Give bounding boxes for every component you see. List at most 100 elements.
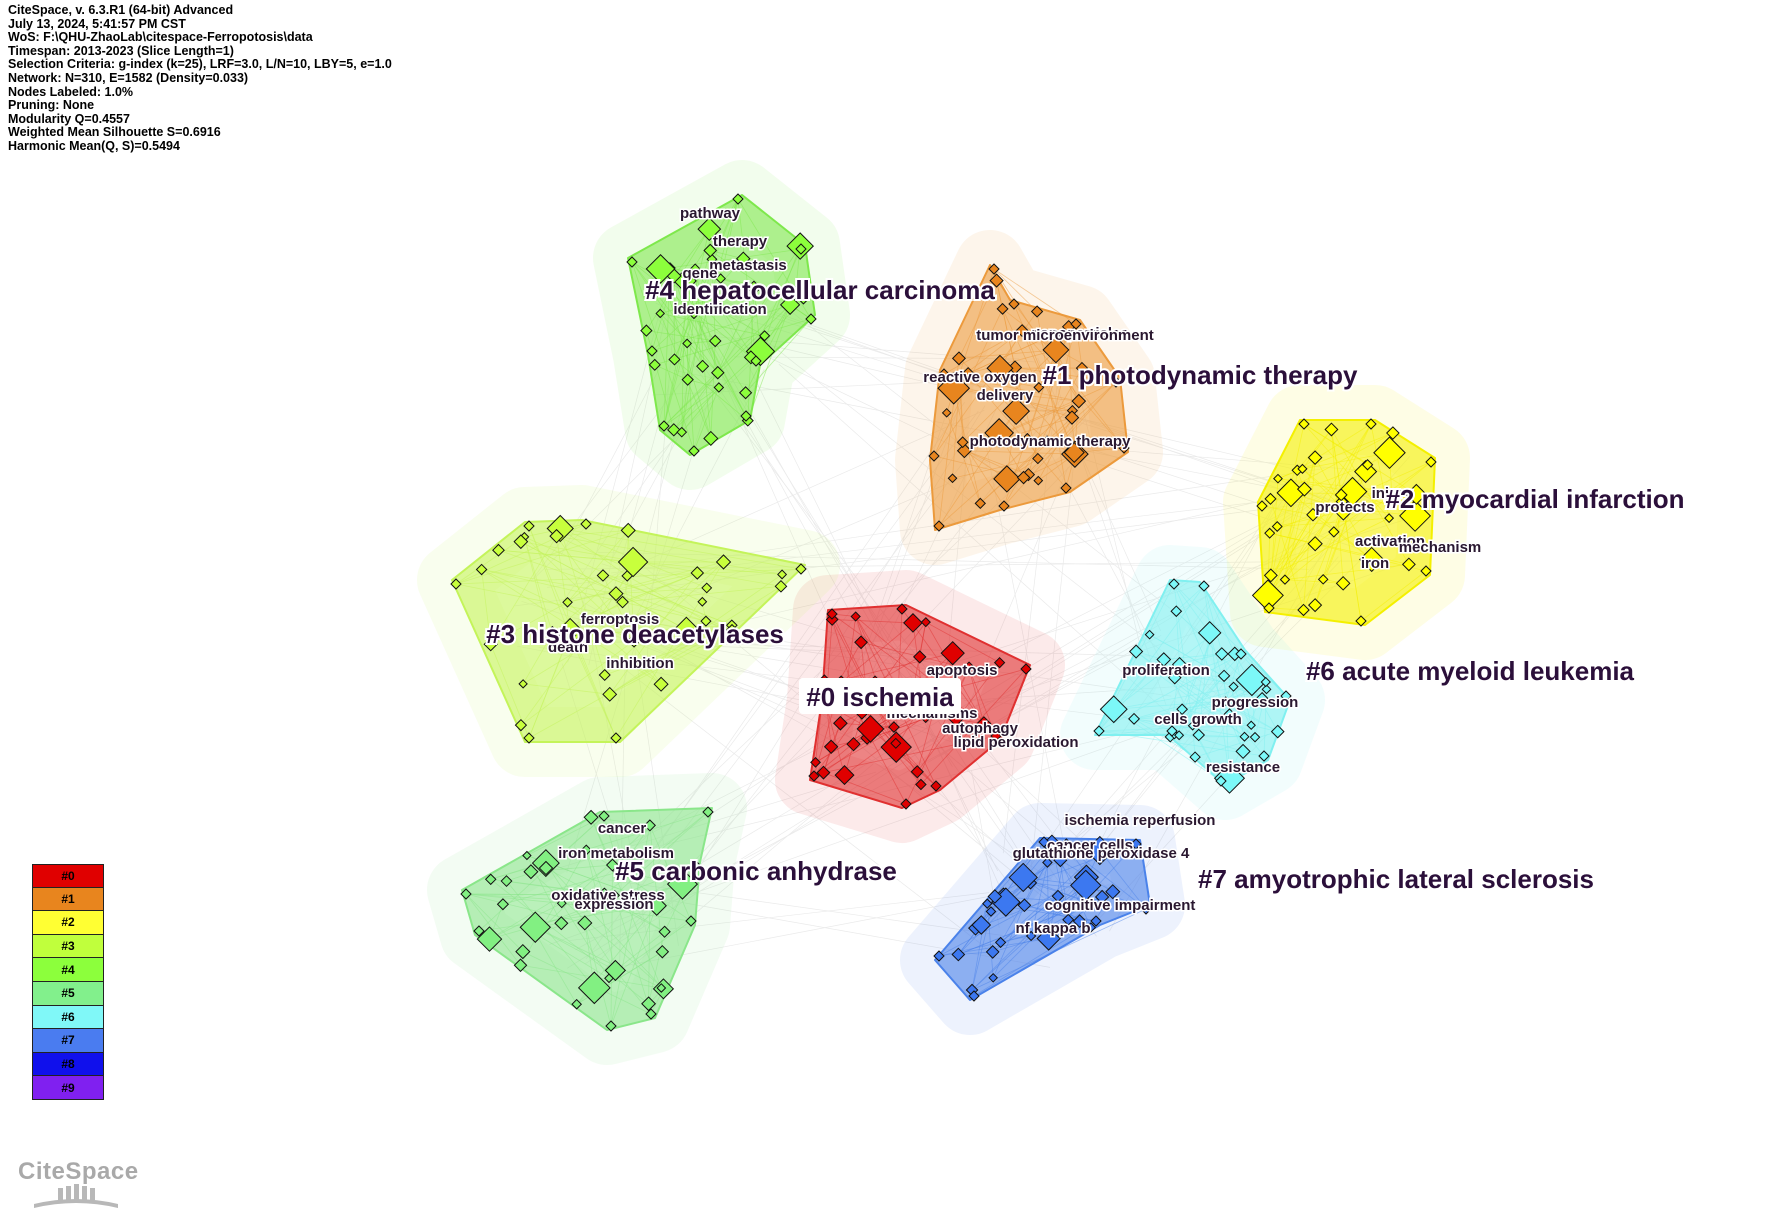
- keyword-node[interactable]: [580, 518, 592, 530]
- keyword-node[interactable]: [598, 810, 610, 822]
- keyword-node[interactable]: [779, 294, 801, 315]
- keyword-node[interactable]: [1075, 361, 1089, 375]
- keyword-node[interactable]: [1335, 575, 1351, 591]
- keyword-node[interactable]: [656, 983, 667, 993]
- keyword-node[interactable]: [937, 371, 971, 405]
- keyword-node[interactable]: [759, 330, 771, 342]
- keyword-node[interactable]: [612, 864, 627, 879]
- keyword-node[interactable]: [725, 623, 739, 638]
- keyword-node[interactable]: [1324, 422, 1339, 437]
- keyword-node[interactable]: [1273, 473, 1283, 484]
- keyword-node[interactable]: [928, 450, 940, 462]
- keyword-node[interactable]: [1007, 360, 1023, 375]
- keyword-node[interactable]: [713, 382, 725, 393]
- keyword-node[interactable]: [690, 860, 702, 872]
- keyword-node[interactable]: [1260, 676, 1271, 688]
- keyword-node[interactable]: [938, 368, 950, 380]
- keyword-node[interactable]: [1170, 605, 1183, 618]
- keyword-node[interactable]: [1258, 750, 1270, 762]
- keyword-node[interactable]: [689, 263, 701, 275]
- keyword-node[interactable]: [492, 543, 505, 557]
- keyword-node[interactable]: [810, 756, 821, 768]
- keyword-node[interactable]: [890, 737, 902, 749]
- keyword-node[interactable]: [1085, 922, 1097, 933]
- keyword-node[interactable]: [1279, 574, 1291, 585]
- keyword-node[interactable]: [933, 950, 945, 962]
- keyword-node[interactable]: [1308, 598, 1323, 613]
- keyword-node[interactable]: [777, 569, 788, 580]
- keyword-node[interactable]: [933, 520, 945, 532]
- keyword-node[interactable]: [774, 579, 788, 593]
- keyword-node[interactable]: [986, 354, 1014, 382]
- keyword-node[interactable]: [1002, 397, 1031, 426]
- keyword-node[interactable]: [826, 608, 838, 620]
- keyword-node[interactable]: [1401, 557, 1416, 572]
- keyword-node[interactable]: [1015, 324, 1029, 338]
- keyword-node[interactable]: [1296, 481, 1312, 497]
- keyword-node[interactable]: [617, 546, 649, 578]
- keyword-node[interactable]: [496, 898, 510, 911]
- keyword-node[interactable]: [1297, 463, 1308, 474]
- keyword-node[interactable]: [1070, 318, 1082, 330]
- keyword-node[interactable]: [626, 256, 638, 268]
- keyword-node[interactable]: [1197, 621, 1222, 645]
- keyword-node[interactable]: [687, 305, 701, 320]
- keyword-node[interactable]: [1359, 546, 1385, 573]
- keyword-node[interactable]: [648, 358, 661, 371]
- keyword-node[interactable]: [951, 947, 966, 962]
- keyword-node[interactable]: [1167, 670, 1182, 685]
- keyword-node[interactable]: [668, 353, 681, 366]
- keyword-node[interactable]: [605, 858, 619, 872]
- keyword-node[interactable]: [1030, 305, 1044, 318]
- keyword-node[interactable]: [1071, 393, 1087, 409]
- keyword-node[interactable]: [1263, 568, 1278, 583]
- keyword-node[interactable]: [1085, 835, 1115, 866]
- keyword-node[interactable]: [1214, 647, 1229, 661]
- keyword-node[interactable]: [1307, 450, 1323, 465]
- keyword-node[interactable]: [982, 898, 993, 909]
- keyword-node[interactable]: [896, 603, 908, 615]
- keyword-node[interactable]: [1270, 724, 1285, 739]
- keyword-node[interactable]: [1166, 725, 1178, 737]
- keyword-node[interactable]: [1062, 913, 1075, 926]
- keyword-node[interactable]: [658, 925, 671, 938]
- keyword-node[interactable]: [1156, 652, 1172, 667]
- keyword-node[interactable]: [1425, 456, 1437, 468]
- keyword-node[interactable]: [703, 243, 718, 258]
- keyword-node[interactable]: [971, 915, 992, 935]
- keyword-node[interactable]: [1144, 629, 1155, 640]
- keyword-node[interactable]: [1060, 482, 1072, 494]
- keyword-node[interactable]: [1176, 703, 1188, 716]
- keyword-node[interactable]: [643, 819, 656, 832]
- keyword-node[interactable]: [1298, 418, 1310, 430]
- keyword-node[interactable]: [1105, 884, 1121, 900]
- keyword-node[interactable]: [739, 386, 753, 400]
- keyword-node[interactable]: [1256, 500, 1268, 512]
- keyword-node[interactable]: [816, 765, 831, 780]
- keyword-node[interactable]: [609, 890, 620, 901]
- keyword-node[interactable]: [1118, 442, 1130, 454]
- keyword-node[interactable]: [1192, 728, 1206, 742]
- keyword-node[interactable]: [1420, 565, 1432, 577]
- keyword-node[interactable]: [915, 778, 927, 791]
- keyword-node[interactable]: [688, 445, 700, 457]
- keyword-node[interactable]: [1070, 869, 1102, 902]
- keyword-node[interactable]: [796, 291, 810, 305]
- keyword-node[interactable]: [913, 650, 927, 664]
- keyword-node[interactable]: [515, 943, 531, 960]
- keyword-node[interactable]: [715, 554, 732, 570]
- keyword-node[interactable]: [1020, 663, 1032, 675]
- keyword-node[interactable]: [1264, 492, 1277, 505]
- keyword-node[interactable]: [941, 407, 952, 418]
- keyword-node[interactable]: [604, 973, 614, 984]
- keyword-node[interactable]: [655, 308, 665, 319]
- keyword-node[interactable]: [703, 430, 719, 447]
- keyword-node[interactable]: [538, 860, 554, 876]
- keyword-node[interactable]: [1038, 836, 1050, 848]
- keyword-node[interactable]: [596, 569, 610, 582]
- keyword-node[interactable]: [1053, 853, 1068, 868]
- keyword-node[interactable]: [1405, 483, 1427, 505]
- keyword-node[interactable]: [1042, 857, 1053, 868]
- keyword-node[interactable]: [483, 637, 498, 652]
- keyword-node[interactable]: [985, 906, 997, 917]
